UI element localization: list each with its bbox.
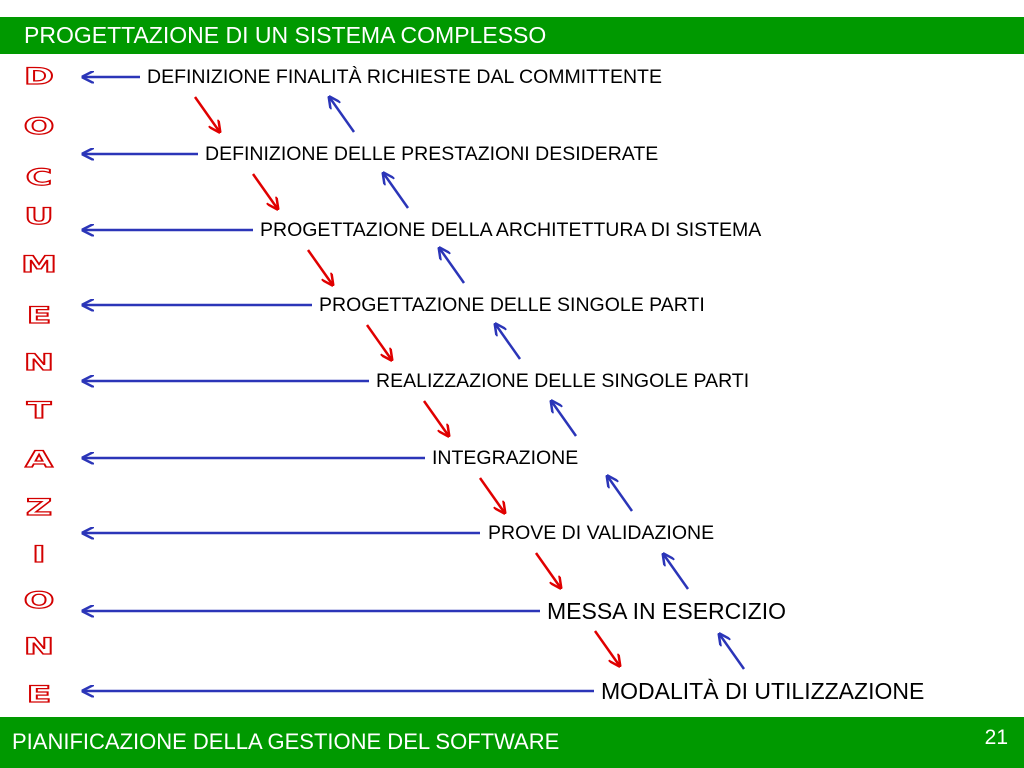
feedback-arrow bbox=[496, 325, 522, 360]
page-number: 21 bbox=[984, 726, 1008, 749]
step-5-label: REALIZZAZIONE DELLE SINGOLE PARTI bbox=[376, 370, 750, 392]
feedback-arrow bbox=[440, 249, 466, 284]
forward-arrow bbox=[534, 552, 560, 587]
vertical-letter: C bbox=[25, 165, 53, 191]
feedback-arrow bbox=[720, 635, 746, 670]
vertical-letter: O bbox=[23, 588, 56, 614]
feedback-arrow bbox=[664, 555, 690, 590]
step-4-label: PROGETTAZIONE DELLE SINGOLE PARTI bbox=[319, 294, 705, 316]
vertical-letter: D bbox=[23, 64, 55, 90]
vertical-letter: Z bbox=[25, 495, 53, 521]
vertical-letter: T bbox=[26, 398, 53, 424]
vertical-letter: A bbox=[24, 447, 54, 473]
forward-arrow bbox=[251, 173, 277, 208]
slide-title: PROGETTAZIONE DI UN SISTEMA COMPLESSO bbox=[24, 22, 547, 48]
forward-arrow bbox=[593, 630, 619, 665]
step-7-label: PROVE DI VALIDAZIONE bbox=[488, 522, 715, 544]
feedback-arrow bbox=[384, 174, 410, 209]
step-3-label: PROGETTAZIONE DELLA ARCHITETTURA DI SIST… bbox=[260, 219, 762, 241]
vertical-letter: O bbox=[23, 114, 56, 140]
forward-arrow bbox=[422, 400, 448, 435]
step-9-label: MODALITÀ DI UTILIZZAZIONE bbox=[601, 678, 925, 704]
footer-bar: PIANIFICAZIONE DELLA GESTIONE DEL SOFTWA… bbox=[0, 717, 1024, 768]
forward-arrow bbox=[365, 324, 391, 359]
step-2-label: DEFINIZIONE DELLE PRESTAZIONI DESIDERATE bbox=[205, 143, 659, 165]
vertical-letter: E bbox=[26, 682, 53, 708]
forward-arrow bbox=[478, 477, 504, 512]
arrow-layer bbox=[0, 0, 746, 717]
feedback-arrow bbox=[608, 477, 634, 512]
step-1-label: DEFINIZIONE FINALITÀ RICHIESTE DAL COMMI… bbox=[147, 66, 662, 88]
vertical-letter: M bbox=[20, 252, 58, 278]
vertical-letter: E bbox=[26, 303, 53, 329]
feedback-arrow bbox=[330, 98, 356, 133]
header-bar: PROGETTAZIONE DI UN SISTEMA COMPLESSO bbox=[0, 17, 1024, 54]
feedback-arrow bbox=[552, 402, 578, 437]
vertical-letter: N bbox=[23, 634, 55, 660]
footer-title: PIANIFICAZIONE DELLA GESTIONE DEL SOFTWA… bbox=[12, 729, 560, 754]
step-8-label: MESSA IN ESERCIZIO bbox=[547, 598, 786, 624]
step-6-label: INTEGRAZIONE bbox=[432, 447, 579, 469]
forward-arrow bbox=[306, 249, 332, 284]
vertical-letter: I bbox=[31, 542, 46, 568]
vertical-letter: U bbox=[23, 204, 54, 230]
forward-arrow bbox=[193, 96, 219, 131]
vertical-letter: N bbox=[23, 350, 55, 376]
